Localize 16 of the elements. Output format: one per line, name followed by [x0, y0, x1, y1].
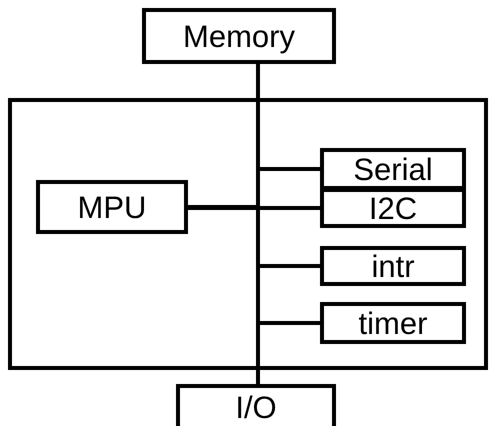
component-label: I/O: [235, 392, 277, 422]
component-box: [320, 188, 466, 228]
component-label: I2C: [368, 192, 418, 224]
component-box: [320, 302, 466, 344]
component-label: MPU: [78, 192, 146, 222]
component-label: Memory: [183, 20, 295, 52]
bus-line: [188, 206, 320, 210]
component-box: [320, 148, 466, 190]
component-label: timer: [358, 308, 428, 338]
component-box: [320, 246, 466, 286]
system-box: [8, 98, 488, 370]
component-box: [142, 8, 336, 64]
component-label: intr: [371, 250, 415, 282]
component-box: [36, 180, 188, 234]
component-box: [176, 384, 336, 426]
component-label: Serial: [353, 154, 433, 184]
